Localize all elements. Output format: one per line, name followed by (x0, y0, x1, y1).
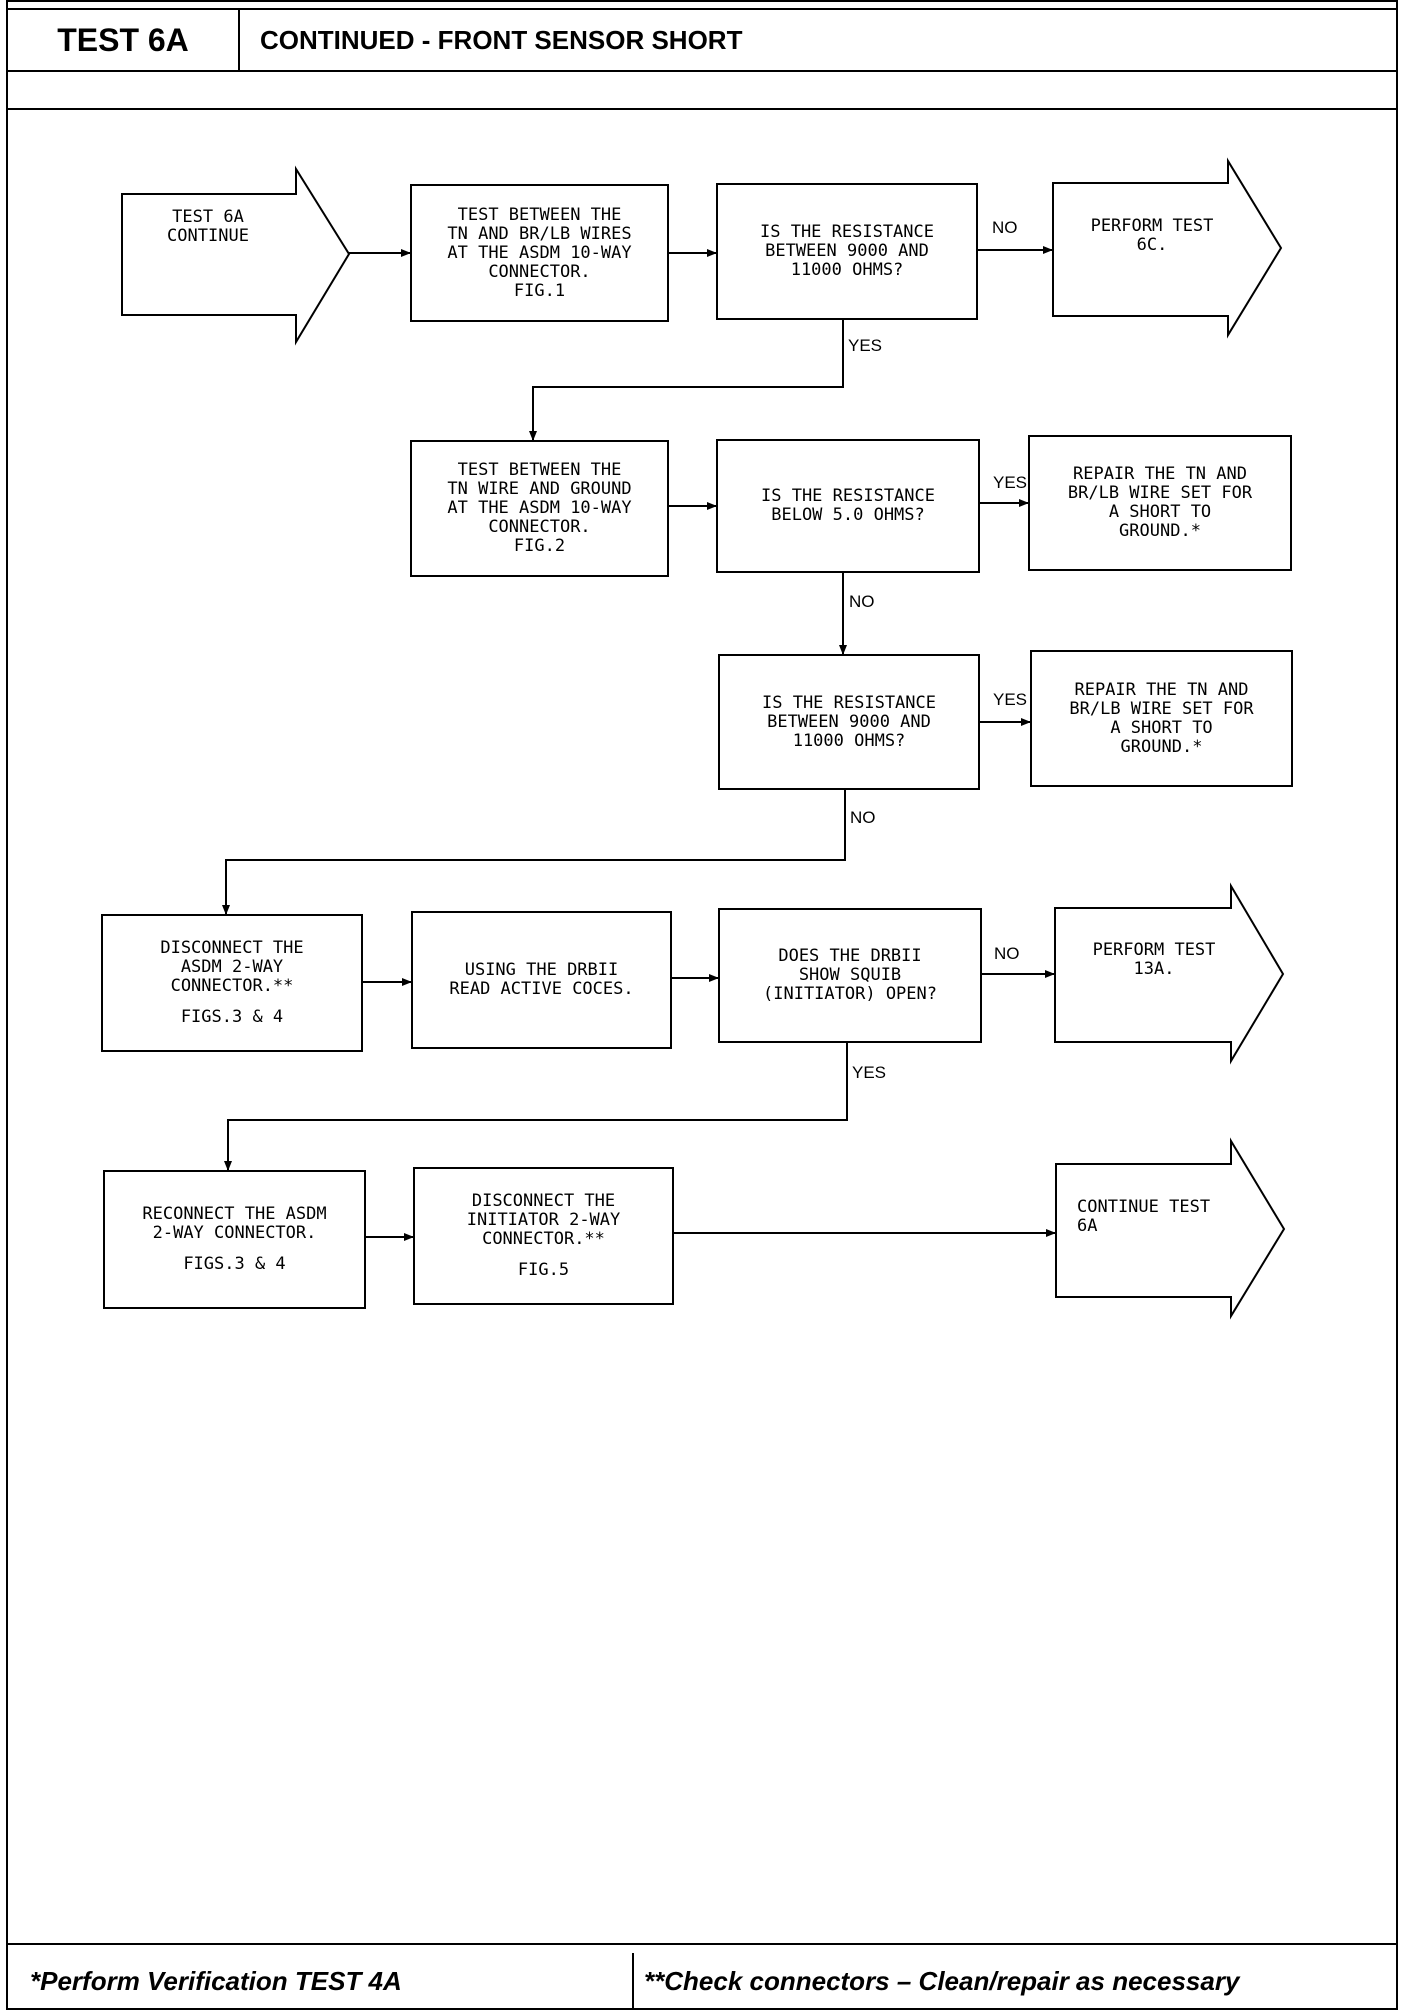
process-text: DISCONNECT THE INITIATOR 2-WAY CONNECTOR… (466, 1191, 621, 1249)
header-title-cell: CONTINUED - FRONT SENSOR SHORT (238, 8, 1398, 72)
edge-label-no: NO (850, 808, 876, 827)
header-title: CONTINUED - FRONT SENSOR SHORT (260, 24, 743, 55)
continue-test-text: CONTINUE TEST 6A (1077, 1197, 1211, 1236)
process-test-tn-ground: TEST BETWEEN THE TN WIRE AND GROUND AT T… (410, 440, 669, 577)
process-test-tn-brlb: TEST BETWEEN THE TN AND BR/LB WIRES AT T… (410, 184, 669, 322)
footer-left-note: *Perform Verification TEST 4A (30, 1966, 402, 1996)
process-text: TEST BETWEEN THE TN AND BR/LB WIRES AT T… (447, 204, 632, 301)
repair-short-to-ground: REPAIR THE TN AND BR/LB WIRE SET FOR A S… (1030, 650, 1293, 787)
decision-squib-open: DOES THE DRBII SHOW SQUIB (INITIATOR) OP… (718, 908, 982, 1043)
edge-q1-yes-to-test2 (529, 320, 844, 441)
edge-label-yes: YES (852, 1063, 887, 1082)
decision-resistance-9000: IS THE RESISTANCE BETWEEN 9000 AND 11000… (718, 654, 980, 790)
test-id-cell: TEST 6A (6, 8, 240, 72)
footer-right-cell: **Check connectors – Clean/repair as nec… (634, 1953, 1398, 2010)
process-reconnect-asdm: RECONNECT THE ASDM 2-WAY CONNECTOR. FIGS… (103, 1170, 366, 1309)
edge-q4-yes-to-reconnect (224, 1043, 848, 1171)
process-text: TEST BETWEEN THE TN WIRE AND GROUND AT T… (447, 460, 632, 556)
edge-label-no: NO (849, 592, 875, 611)
process-text: DISCONNECT THE ASDM 2-WAY CONNECTOR.** (160, 938, 304, 996)
process-text: USING THE DRBII READ ACTIVE COCES. (449, 960, 634, 999)
edge-label-no: NO (994, 944, 1020, 963)
decision-text: IS THE RESISTANCE BETWEEN 9000 AND 11000… (762, 692, 936, 751)
process-disconnect-initiator: DISCONNECT THE INITIATOR 2-WAY CONNECTOR… (413, 1167, 674, 1305)
repair-text: REPAIR THE TN AND BR/LB WIRE SET FOR A S… (1067, 464, 1253, 541)
perform-test-text: PERFORM TEST 6C. (1090, 216, 1214, 255)
process-read-active-codes: USING THE DRBII READ ACTIVE COCES. (411, 911, 672, 1049)
continue-test-6a-node: CONTINUE TEST 6A (1055, 1137, 1286, 1320)
process-disconnect-asdm: DISCONNECT THE ASDM 2-WAY CONNECTOR.** F… (101, 914, 363, 1052)
test-id: TEST 6A (57, 21, 189, 58)
repair-short-to-ground: REPAIR THE TN AND BR/LB WIRE SET FOR A S… (1028, 435, 1292, 571)
footer-right-note: **Check connectors – Clean/repair as nec… (644, 1966, 1240, 1996)
header-band (6, 0, 1398, 110)
start-node-text: TEST 6A CONTINUE (167, 207, 249, 246)
process-text: RECONNECT THE ASDM 2-WAY CONNECTOR. (142, 1204, 327, 1243)
perform-test-text: PERFORM TEST 13A. (1092, 940, 1216, 979)
edge-label-yes: YES (993, 690, 1028, 709)
edge-q3-no-to-disconnect (222, 790, 846, 915)
perform-test-6c-node: PERFORM TEST 6C. (1052, 157, 1283, 339)
decision-text: DOES THE DRBII SHOW SQUIB (INITIATOR) OP… (763, 946, 937, 1004)
repair-text: REPAIR THE TN AND BR/LB WIRE SET FOR A S… (1069, 679, 1254, 757)
decision-text: IS THE RESISTANCE BELOW 5.0 OHMS? (761, 486, 935, 525)
figure-reference: FIGS.3 & 4 (183, 1254, 286, 1274)
footer-rule (6, 1943, 1398, 1945)
page-border (6, 0, 1398, 2010)
decision-resistance-9000: IS THE RESISTANCE BETWEEN 9000 AND 11000… (716, 183, 978, 320)
figure-reference: FIGS.3 & 4 (180, 1007, 284, 1027)
edge-label-no: NO (992, 218, 1018, 237)
start-node: TEST 6A CONTINUE (121, 165, 351, 346)
decision-text: IS THE RESISTANCE BETWEEN 9000 AND 11000… (760, 222, 934, 280)
footer-left-cell: *Perform Verification TEST 4A (6, 1953, 634, 2010)
decision-below-5-ohms: IS THE RESISTANCE BELOW 5.0 OHMS? (716, 439, 980, 573)
edge-label-yes: YES (848, 336, 883, 355)
perform-test-13a-node: PERFORM TEST 13A. (1054, 882, 1285, 1065)
edge-label-yes: YES (993, 473, 1028, 492)
figure-reference: FIG.5 (517, 1260, 570, 1280)
